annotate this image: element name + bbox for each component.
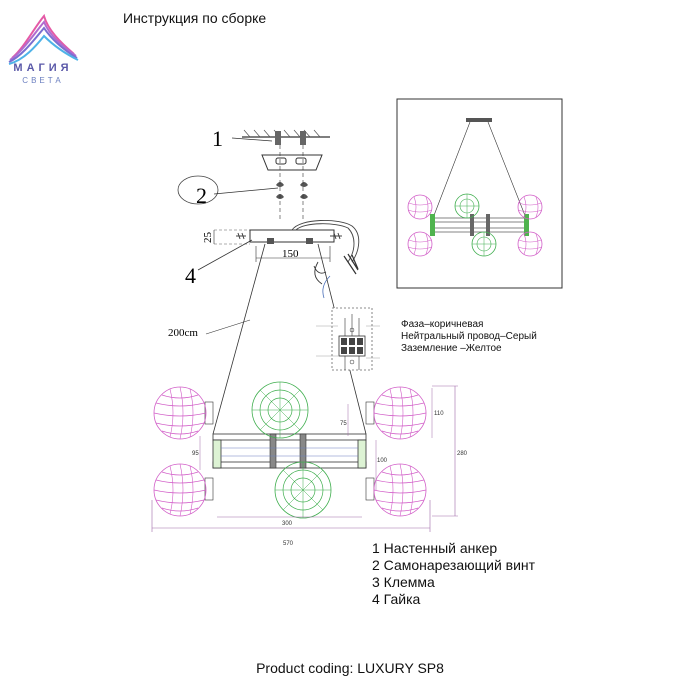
dim-280: 280 <box>457 451 468 457</box>
callout-2: 2 <box>196 183 207 208</box>
dim-110: 110 <box>434 411 444 417</box>
callout-1: 1 <box>212 126 223 151</box>
wiring-ground: Заземление –Желтое <box>401 343 502 354</box>
dim-95: 95 <box>192 451 199 457</box>
dim-570: 570 <box>283 541 294 547</box>
wiring-phase: Фаза–коричневая <box>401 319 484 330</box>
wiring-neutral: Нейтральный провод–Серый <box>401 331 537 342</box>
callout-4: 4 <box>185 263 196 288</box>
product-coding: Product coding: LUXURY SP8 <box>256 660 444 676</box>
dim-100: 100 <box>377 458 388 464</box>
page-title: Инструкция по сборке <box>123 10 267 26</box>
legend-item: 2 Самонарезающий винт <box>372 557 536 573</box>
legend-item: 3 Клемма <box>372 574 435 590</box>
suspension-cable-left <box>212 243 266 435</box>
canopy-plate <box>213 219 360 299</box>
logo-name: МАГИЯ <box>13 62 73 74</box>
dim-25: 25 <box>202 232 214 244</box>
legend-item: 1 Настенный анкер <box>372 540 498 556</box>
wiring-legend: Фаза–коричневая Нейтральный провод–Серый… <box>401 319 537 355</box>
logo-subtitle: СВЕТА <box>22 76 64 85</box>
inset-preview-panel <box>396 98 563 289</box>
dim-cable-length: 200cm <box>168 327 198 339</box>
brand-logo <box>4 8 82 98</box>
terminal-block-diagram <box>316 307 380 371</box>
legend-item: 4 Гайка <box>372 591 421 607</box>
ceiling-mount <box>177 129 330 220</box>
logo-wave-icon <box>8 13 79 65</box>
callout-2-leader <box>213 187 279 195</box>
parts-legend: 1 Настенный анкер 2 Самонарезающий винт … <box>372 540 535 608</box>
dim-150: 150 <box>282 248 299 260</box>
chandelier-front-view <box>151 381 458 532</box>
dim-300: 300 <box>282 521 293 527</box>
callout-4-leader <box>197 239 253 271</box>
dim-75: 75 <box>340 421 347 427</box>
callout-1-leader <box>231 137 273 142</box>
